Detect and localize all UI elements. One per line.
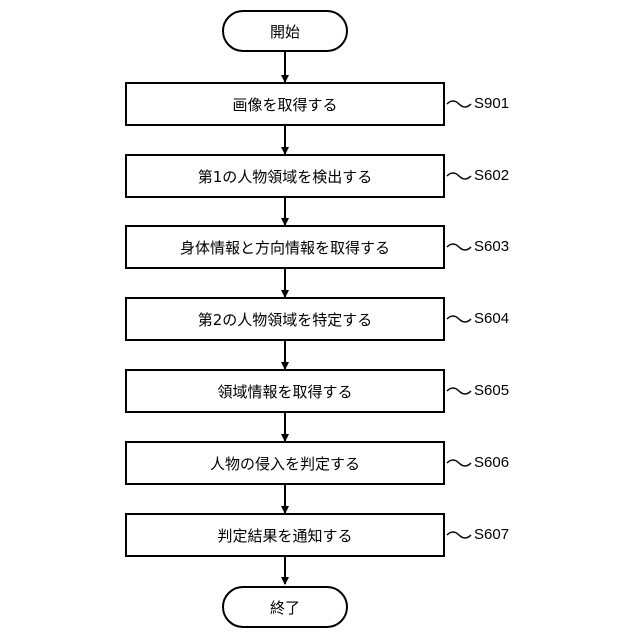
leader-s603 — [447, 244, 471, 250]
start-label: 開始 — [270, 21, 300, 42]
end-label: 終了 — [270, 597, 300, 618]
end-terminal: 終了 — [222, 586, 348, 628]
leader-s604 — [447, 316, 471, 322]
step-label: 判定結果を通知する — [217, 525, 352, 546]
step-id-s605: S605 — [474, 381, 534, 401]
step-id-s602: S602 — [474, 166, 534, 186]
step-id-s607: S607 — [474, 525, 534, 545]
step-box-s901: 画像を取得する — [125, 82, 445, 126]
step-label: 身体情報と方向情報を取得する — [180, 237, 390, 258]
start-terminal: 開始 — [222, 10, 348, 52]
leader-s607 — [447, 532, 471, 538]
leader-s606 — [447, 460, 471, 466]
step-box-s607: 判定結果を通知する — [125, 513, 445, 557]
step-box-s606: 人物の侵入を判定する — [125, 441, 445, 485]
step-id-s604: S604 — [474, 309, 534, 329]
step-label: 人物の侵入を判定する — [210, 453, 360, 474]
step-label: 画像を取得する — [232, 94, 337, 115]
step-label: 第1の人物領域を検出する — [198, 166, 373, 187]
step-box-s603: 身体情報と方向情報を取得する — [125, 225, 445, 269]
step-box-s605: 領域情報を取得する — [125, 369, 445, 413]
step-id-s901: S901 — [474, 94, 534, 114]
leader-s901 — [447, 101, 471, 107]
leader-s602 — [447, 173, 471, 179]
step-label: 領域情報を取得する — [217, 381, 352, 402]
leader-s605 — [447, 388, 471, 394]
step-label: 第2の人物領域を特定する — [198, 309, 373, 330]
step-id-s603: S603 — [474, 237, 534, 257]
step-box-s602: 第1の人物領域を検出する — [125, 154, 445, 198]
step-box-s604: 第2の人物領域を特定する — [125, 297, 445, 341]
step-id-s606: S606 — [474, 453, 534, 473]
